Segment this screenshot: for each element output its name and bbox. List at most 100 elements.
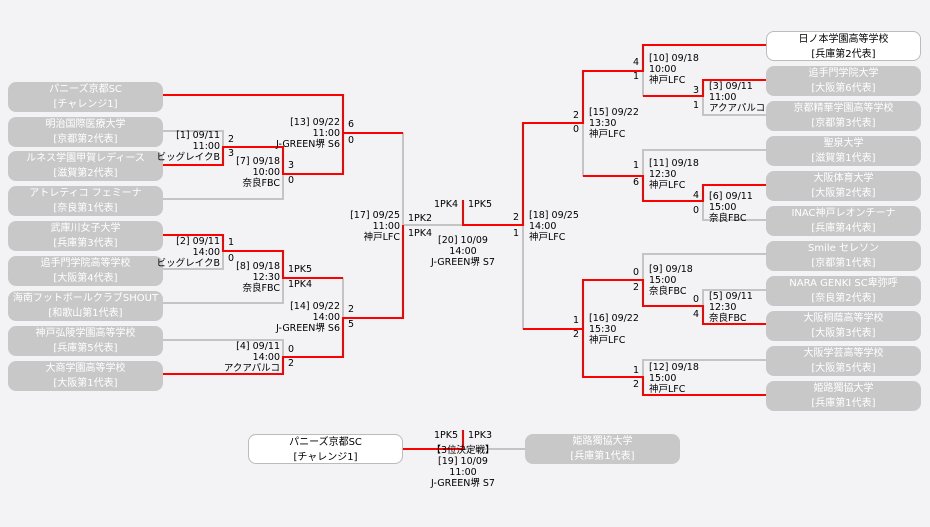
match-venue: 神戸LFC [649,180,686,191]
match-date: [13] 09/22 [290,117,340,128]
match-date: [2] 09/11 [176,236,220,247]
team-rep: [兵庫第5代表] [53,343,118,354]
team-box[interactable]: 聖泉大学 [滋賀第1代表] [766,136,921,166]
team-box[interactable]: 姫路獨協大学[兵庫第1代表] [766,381,921,411]
team-box[interactable]: 神戸弘陵学園高等学校[兵庫第5代表] [8,326,163,356]
match-time: 15:00 [649,275,677,286]
team-box[interactable]: ルネス学園甲賀レディース[滋賀第2代表] [8,151,163,181]
team-rep: [チャレンジ1] [53,99,118,110]
score: 1PK5 [288,264,313,275]
team-rep: [滋賀第1代表] [811,153,876,164]
match-title: 【3位決定戦】 [431,445,495,456]
team-rep: [奈良第1代表] [53,203,118,214]
team-box[interactable]: NARA GENKI SC卑弥呼[奈良第2代表] [766,276,921,306]
match-time: 14:00 [449,246,477,257]
score: 1PK4 [408,228,433,239]
team-box[interactable]: 追手門学院高等学校 [大阪第4代表] [8,256,163,286]
team-box[interactable]: アトレティコ フェミーナ[奈良第1代表] [8,186,163,216]
match-date: [3] 09/11 [709,81,753,92]
match-venue: 奈良FBC [709,313,747,324]
team-box[interactable]: 武庫川女子大学[兵庫第3代表] [8,221,163,251]
team-rep: [大阪第1代表] [53,378,118,389]
team-rep: [兵庫第4代表] [811,223,876,234]
third-place-team-right[interactable]: 姫路獨協大学[兵庫第1代表] [525,434,680,464]
score: 5 [348,319,355,330]
team-rep: [兵庫第1代表] [811,398,876,409]
team-name: 京都精華学園高等学校 [793,103,894,114]
score: 1 [572,315,579,326]
third-place-team-left[interactable]: パニーズ京都SC[チャレンジ1] [248,434,403,464]
match-time: 10:00 [649,64,677,75]
team-name: INAC神戸レオンチーナ [791,208,896,219]
match-time: 11:00 [449,467,477,478]
team-box[interactable]: 大阪桐蔭高等学校[大阪第3代表] [766,311,921,341]
match-time: 15:30 [589,324,617,335]
team-box[interactable]: 大商学園高等学校[大阪第1代表] [8,361,163,391]
team-box[interactable]: 京都精華学園高等学校 [京都第3代表] [766,101,921,131]
team-name: ルネス学園甲賀レディース [26,153,145,164]
score: 1 [228,237,235,248]
final-score-right: 1PK5 [468,199,493,210]
match-time: 15:00 [649,373,677,384]
score: 2 [632,282,639,293]
match-date: [16] 09/22 [589,313,639,324]
match-date: [19] 10/09 [438,456,488,467]
match-venue: 神戸LFC [649,384,686,395]
match-venue: アクアパルコ [709,103,766,114]
team-box-champion[interactable]: 日ノ本学園高等学校[兵庫第2代表] [766,31,921,61]
team-box[interactable]: 海南フットボールクラブSHOUT[和歌山第1代表] [8,291,163,321]
match-time: 14:00 [529,221,557,232]
team-box[interactable]: 大阪体育大学[大阪第2代表] [766,171,921,201]
match-date: [12] 09/18 [649,362,699,373]
grey-lines [163,71,766,450]
match-venue: 奈良FBC [242,283,280,294]
match-date: [6] 09/11 [709,191,753,202]
match-time: 11:00 [312,128,340,139]
team-box[interactable]: パニーズ京都SC[チャレンジ1] [8,82,163,112]
team-box[interactable]: Smile セレソン[京都第1代表] [766,241,921,271]
team-box[interactable]: 明治国際医療大学[京都第2代表] [8,117,163,147]
team-name: 聖泉大学 [823,138,864,149]
team-name: 武庫川女子大学 [50,223,121,234]
match-venue: 奈良FBC [709,213,747,224]
match-date: [10] 09/18 [649,53,699,64]
team-rep: [大阪第4代表] [53,273,118,284]
score: 1 [632,71,639,82]
team-rep: [京都第3代表] [811,118,876,129]
score: 1 [512,228,519,239]
match-date: [20] 10/09 [438,235,488,246]
match-venue: ビッグレイクB [156,152,220,163]
score: 2 [228,134,235,145]
team-box[interactable]: 大阪学芸高等学校[大阪第5代表] [766,346,921,376]
match-date: [15] 09/22 [589,107,639,118]
match-date: [14] 09/22 [290,301,340,312]
score: 2 [512,212,519,223]
score: 3 [692,85,699,96]
match-date: [4] 09/11 [236,341,280,352]
team-box[interactable]: 追手門学院大学[大阪第6代表] [766,66,921,96]
match-date: [7] 09/18 [236,156,280,167]
match-venue: J-GREEN堺 S6 [276,323,340,334]
team-box[interactable]: INAC神戸レオンチーナ [兵庫第4代表] [766,206,921,236]
team-name: Smile セレソン [808,243,879,254]
team-name: 追手門学院高等学校 [40,258,131,269]
match-date: [1] 09/11 [176,130,220,141]
score: 1 [632,160,639,171]
team-rep: [和歌山第1代表] [48,308,123,319]
team-rep: [兵庫第1代表] [570,451,635,462]
team-rep: [大阪第2代表] [811,188,876,199]
